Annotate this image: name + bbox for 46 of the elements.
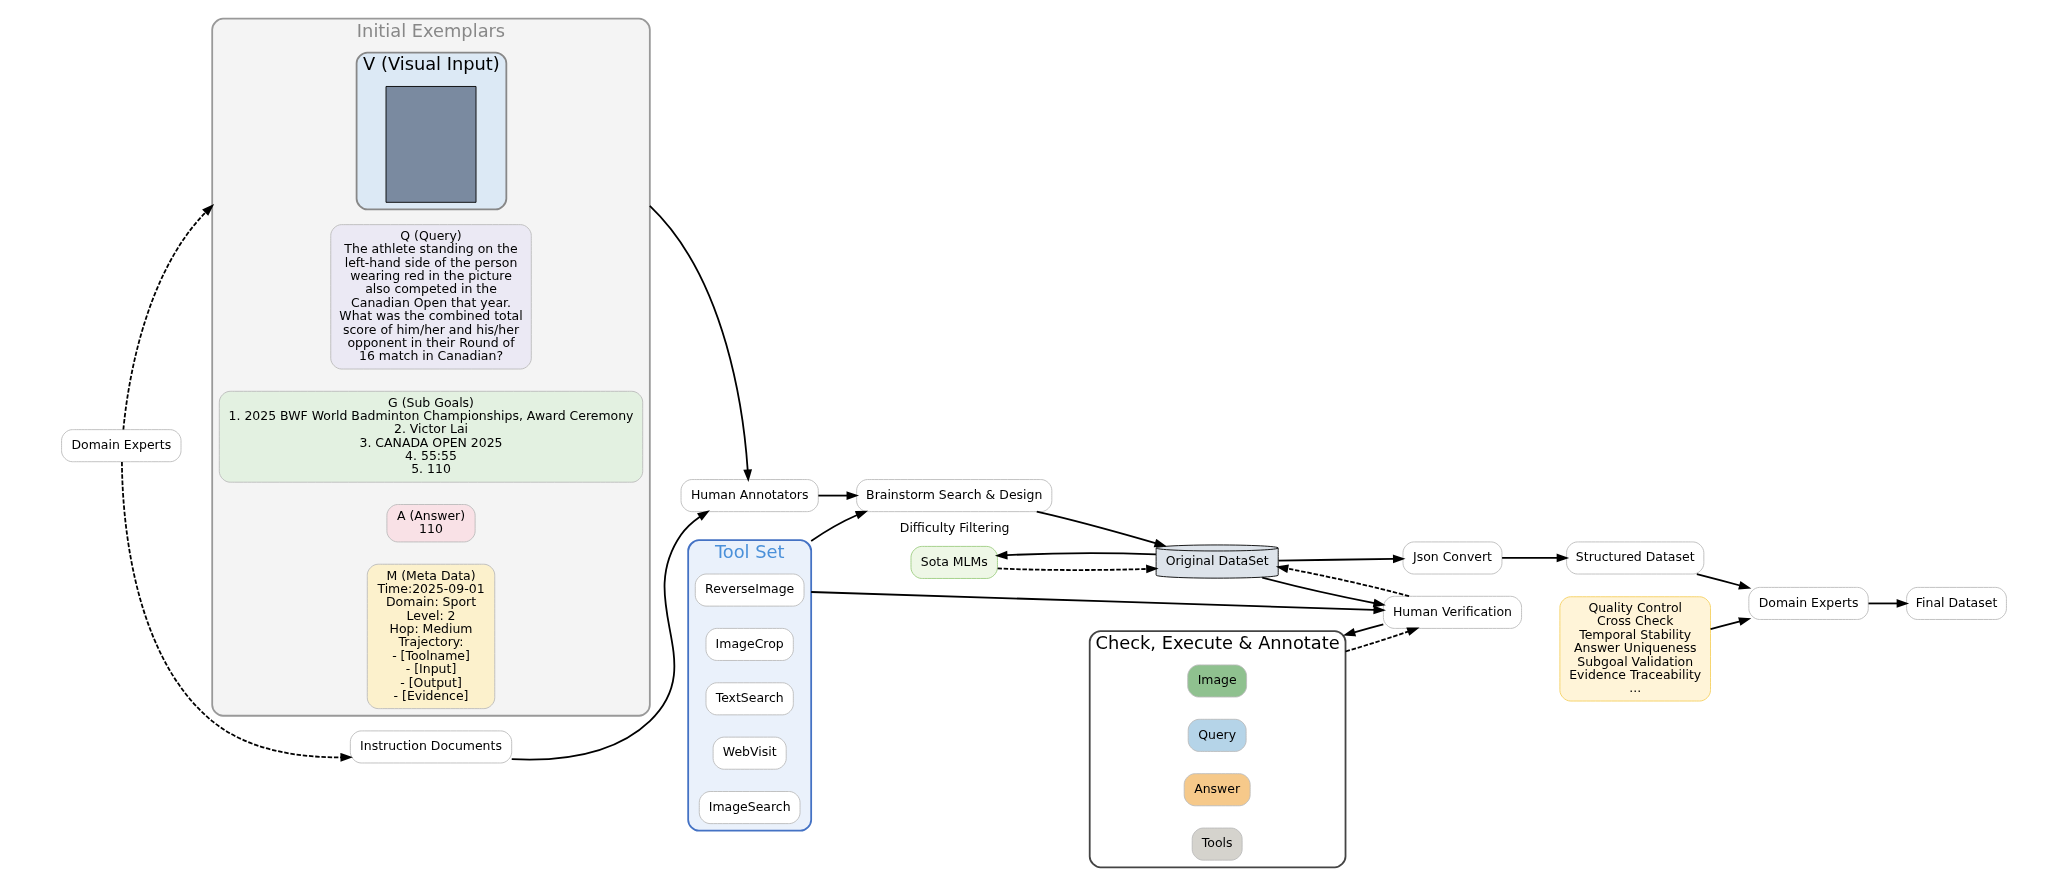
cluster: V (Visual Input) <box>355 51 507 211</box>
node-box: Query <box>1187 718 1247 752</box>
arrow <box>994 550 1157 560</box>
arrow <box>996 564 1159 574</box>
node-box: M (Meta Data) Time:2025-09-01 Domain: Sport Level: 2 Hop: Medium Trajectory: - [Toolname] - [Input] - [Output] - [Evidence] <box>366 563 495 710</box>
node-box: Domain Experts <box>1747 586 1869 620</box>
node-box: Answer <box>1183 773 1251 807</box>
node-box: ReverseImage <box>694 573 804 607</box>
arrow <box>1344 627 1420 653</box>
node-box: ImageCrop <box>705 627 794 661</box>
arrow <box>1035 510 1167 548</box>
node-box: WebVisit <box>712 736 787 770</box>
arrow <box>1275 564 1410 598</box>
arrow <box>1867 599 1909 608</box>
node-box: Human Annotators <box>680 479 819 513</box>
node-box: Brainstorm Search & Design <box>855 479 1052 513</box>
node-box: A (Answer) 110 <box>385 504 476 543</box>
arrow <box>121 204 214 431</box>
arrow <box>1500 553 1569 563</box>
arrow <box>1709 617 1751 631</box>
node-box: Domain Experts <box>60 429 181 463</box>
arrow <box>1342 623 1384 637</box>
arrow <box>809 510 868 542</box>
arrow <box>1695 573 1751 590</box>
node-box: Q (Query) The athlete standing on the left-hand side of the person wearing red in the picture also competed in the Canadian Open that year. What was the combined total score of him/her and his/her opponent in their Round of 16 match in Canadian? <box>329 224 532 370</box>
node-box: Image <box>1186 664 1247 698</box>
node-box: G (Sub Goals) 1. 2025 BWF World Badminton Championships, Award Ceremony 2. Victor Lai 3. CANADA OPEN 2025 4. 55:55 5. 110 <box>218 390 643 483</box>
node-box: Structured Dataset <box>1565 541 1704 575</box>
node-box: TextSearch <box>705 682 794 716</box>
arrow <box>510 510 710 761</box>
arrow <box>120 461 353 762</box>
node-box: ImageSearch <box>698 791 800 825</box>
arrow <box>809 591 1386 615</box>
arrow <box>1260 576 1386 608</box>
node-box: Quality Control Cross Check Temporal Stability Answer Uniqueness Subgoal Validation Evidence Traceability ... <box>1558 596 1711 702</box>
node-box: Sota MLMs <box>910 545 998 579</box>
node-box: Final Dataset <box>1905 586 2007 620</box>
node-box: Tools <box>1191 827 1243 861</box>
arrow <box>1277 554 1405 564</box>
arrow <box>648 205 752 483</box>
node-box: Human Verification <box>1382 595 1522 629</box>
node-label: Difficulty Filtering <box>899 520 1010 536</box>
node-box: Instruction Documents <box>349 730 512 764</box>
arrow <box>816 491 859 500</box>
node-box: Json Convert <box>1402 541 1502 575</box>
node-box <box>385 86 476 203</box>
